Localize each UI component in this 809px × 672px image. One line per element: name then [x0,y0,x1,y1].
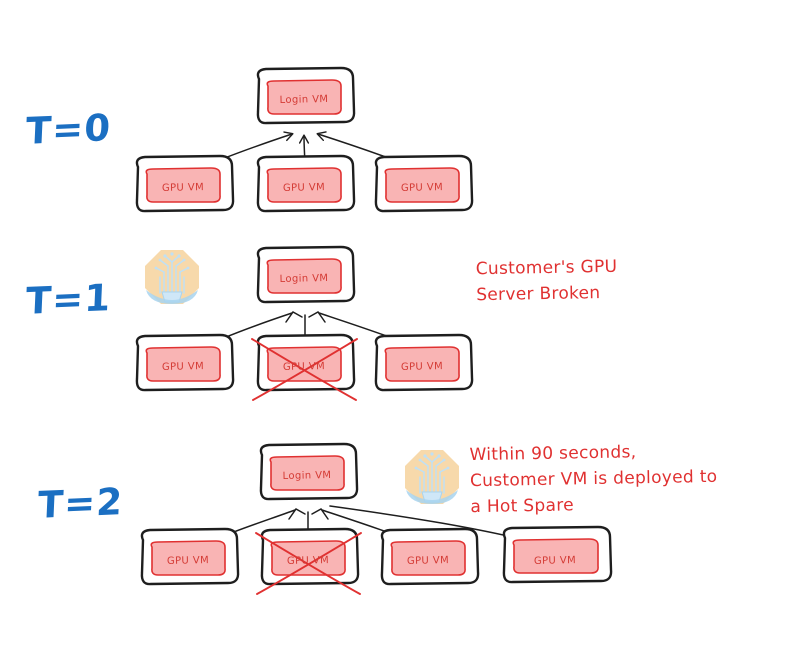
hot-spare-icon-t2[interactable] [405,450,459,504]
step-t0-group [135,66,474,213]
t1-gpu-vm-label-3: GPU VM [400,361,444,373]
t0-gpu-vm-node-1[interactable] [135,154,235,213]
t0-login-vm-node[interactable] [256,66,356,125]
t2-gpu-vm-node-4-hot-spare[interactable] [502,525,613,584]
t1-connector-heads [285,311,326,323]
t1-gpu-vm-node-1[interactable] [135,333,235,392]
t1-broken-cross-icon [251,338,358,401]
t2-gpu-vm-node-2-broken[interactable] [255,527,362,595]
t0-gpu-vm-node-2[interactable] [256,154,356,213]
t0-gpu-vm-label-2: GPU VM [282,182,326,194]
annotation-t1-line-2: Server Broken [476,283,601,306]
t0-gpu-vm-label-1: GPU VM [161,182,205,194]
t2-gpu-vm-label-3: GPU VM [406,555,450,567]
t1-gpu-vm-node-3[interactable] [374,333,474,392]
time-label-t0: T=0 [24,106,113,153]
annotation-t2-hot-spare: Within 90 seconds, Customer VM is deploy… [469,438,718,520]
t2-gpu-vm-label-2: GPU VM [286,555,330,567]
t1-login-vm-label: Login VM [279,272,329,286]
annotation-t1-broken: Customer's GPU Server Broken [476,254,618,308]
step-t2-group [140,442,613,595]
t2-gpu-vm-label-4: GPU VM [533,555,577,567]
t0-login-vm-label: Login VM [279,93,329,107]
t1-gpu-vm-label-1: GPU VM [161,361,205,373]
t1-gpu-vm-label-2: GPU VM [282,361,326,373]
t2-connector-heads [288,508,329,520]
t2-broken-cross-icon [255,532,362,595]
t1-gpu-vm-node-2-broken[interactable] [251,333,358,401]
t2-gpu-vm-node-3[interactable] [380,527,480,586]
t2-gpu-vm-node-1[interactable] [140,527,240,586]
annotation-t2-line-3: a Hot Spare [470,495,575,518]
time-label-t2: T=2 [36,480,125,527]
step-t1-group [135,245,474,401]
t0-gpu-vm-node-3[interactable] [374,154,474,213]
t2-login-vm-label: Login VM [282,469,332,483]
t0-gpu-vm-label-3: GPU VM [400,182,444,194]
annotation-t1-line-1: Customer's GPU [475,256,618,280]
annotation-t2-line-2: Customer VM is deployed to [469,466,718,492]
t2-login-vm-node[interactable] [259,442,359,501]
time-label-t1: T=1 [24,276,113,323]
t2-gpu-vm-label-1: GPU VM [166,555,210,567]
t1-login-vm-node[interactable] [256,245,356,304]
hot-spare-icon-t1[interactable] [145,250,199,304]
